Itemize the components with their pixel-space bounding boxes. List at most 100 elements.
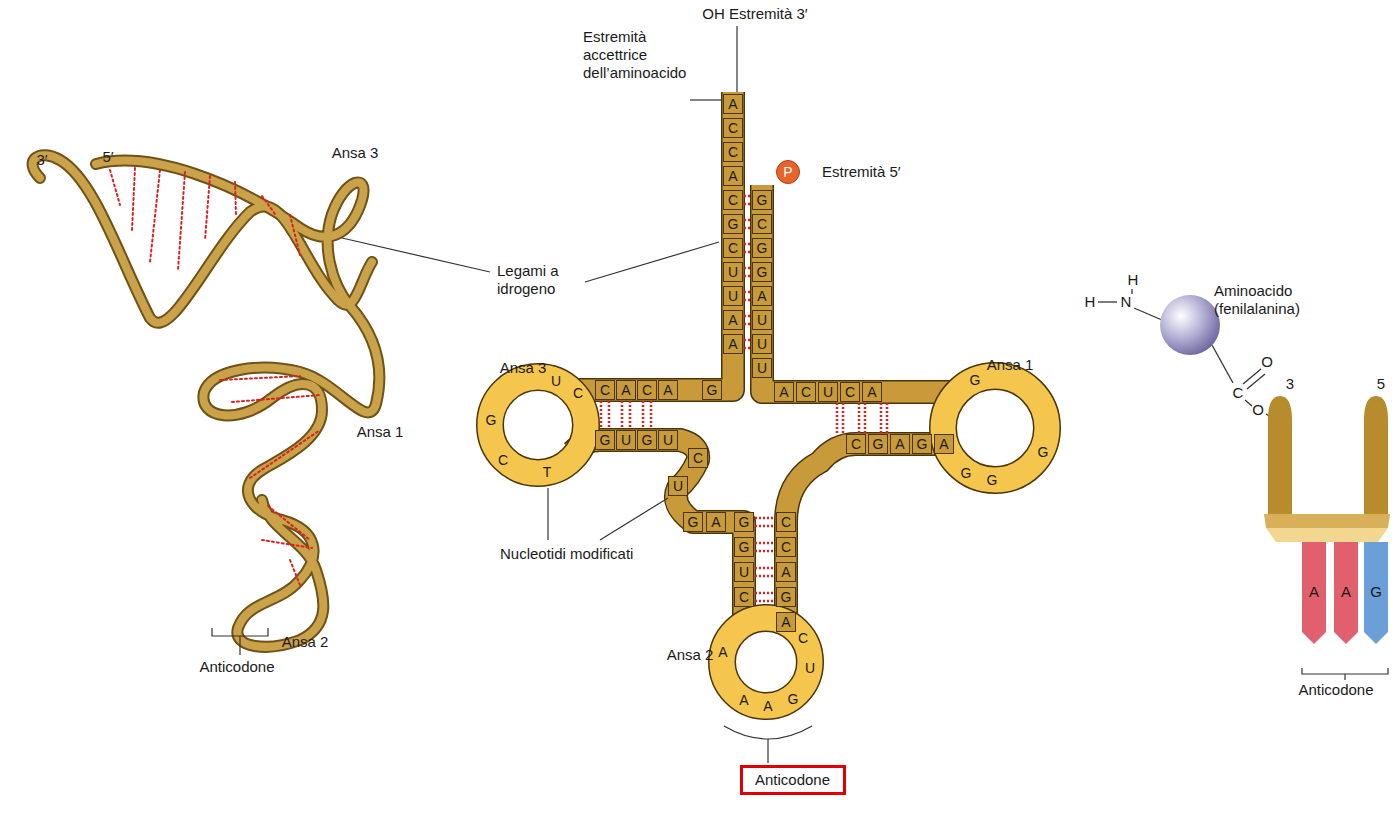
- nucleotide-box: U: [668, 476, 688, 496]
- hydrogen-bond: [858, 403, 861, 433]
- nucleotide-letter: U: [805, 659, 815, 677]
- hydrogen-bond: [744, 251, 751, 254]
- hydrogen-bond: [755, 550, 775, 553]
- text-label: Anticodone: [1298, 681, 1373, 699]
- hydrogen-bond: [642, 401, 645, 429]
- nucleotide-box: C: [595, 380, 615, 400]
- text-label: OH Estremità 3′: [702, 5, 807, 23]
- nucleotide-box: A: [752, 286, 772, 306]
- nucleotide-box: A: [723, 94, 743, 114]
- nucleotide-box: U: [723, 262, 743, 282]
- hydrogen-bond: [755, 575, 775, 578]
- hydrogen-bond: [842, 403, 845, 433]
- nucleotide-letter: G: [486, 411, 497, 429]
- nucleotide-box: A: [890, 434, 910, 454]
- hydrogen-bond: [629, 401, 632, 429]
- text-label: 5: [1377, 375, 1385, 393]
- nucleotide-box: U: [752, 358, 772, 378]
- nucleotide-letter: G: [987, 471, 998, 489]
- hydrogen-bond: [744, 275, 751, 278]
- nucleotide-letter: C: [798, 629, 808, 647]
- text-label: O: [1252, 401, 1264, 419]
- text-label: N: [1121, 293, 1132, 311]
- nucleotide-box: C: [723, 118, 743, 138]
- nucleotide-box: U: [752, 334, 772, 354]
- hydrogen-bond: [744, 347, 751, 350]
- text-label: Ansa 3: [332, 144, 379, 162]
- text-label: 3: [1286, 375, 1294, 393]
- hydrogen-bond: [755, 567, 775, 570]
- hydrogen-bond: [886, 403, 889, 433]
- text-label: Estremità accettrice dell’aminoacido: [583, 28, 695, 82]
- text-label: Nucleotidi modificati: [500, 545, 680, 563]
- nucleotide-box: C: [840, 382, 860, 402]
- nucleotide-box: C: [776, 512, 796, 532]
- nucleotide-box: G: [683, 512, 703, 532]
- nucleotide-box: G: [752, 238, 772, 258]
- nucleotide-box: U: [818, 382, 838, 402]
- nucleotide-box: A: [774, 382, 794, 402]
- nucleotide-box: C: [796, 382, 816, 402]
- nucleotide-box: U: [734, 562, 754, 582]
- nucleotide-box: C: [723, 142, 743, 162]
- nucleotide-letter: A: [718, 643, 727, 661]
- text-label: O: [1261, 353, 1273, 371]
- hydrogen-bond: [836, 403, 839, 433]
- nucleotide-box: A: [776, 562, 796, 582]
- phosphate-circle: P: [776, 160, 800, 184]
- nucleotide-letter: C: [573, 384, 583, 402]
- nucleotide-box: C: [846, 434, 866, 454]
- nucleotide-letter: A: [739, 691, 748, 709]
- text-label: A: [1309, 583, 1319, 601]
- hydrogen-bond: [621, 401, 624, 429]
- text-label: 5′: [102, 148, 113, 166]
- nucleotide-box: A: [862, 382, 882, 402]
- text-label: Ansa 2: [282, 633, 329, 651]
- nucleotide-letter: T: [543, 463, 552, 481]
- text-label: G: [1370, 583, 1382, 601]
- text-label: Aminoacido (fenilalanina): [1214, 282, 1339, 318]
- text-label: C: [1233, 384, 1244, 402]
- nucleotide-box: C: [723, 238, 743, 258]
- hydrogen-bond: [608, 401, 611, 429]
- hydrogen-bond: [744, 323, 751, 326]
- nucleotide-letter: G: [961, 464, 972, 482]
- nucleotide-box: G: [752, 190, 772, 210]
- nucleotide-box: A: [776, 612, 796, 632]
- hydrogen-bond: [744, 203, 751, 206]
- nucleotide-box: G: [912, 434, 932, 454]
- hydrogen-bond: [864, 403, 867, 433]
- nucleotide-box: A: [934, 434, 954, 454]
- nucleotide-box: A: [706, 512, 726, 532]
- nucleotide-box: G: [723, 214, 743, 234]
- hydrogen-bond: [744, 339, 751, 342]
- text-label: Ansa 3: [500, 359, 547, 377]
- nucleotide-letter: C: [498, 451, 508, 469]
- nucleotide-box: A: [616, 380, 636, 400]
- node-text: Anticodone: [755, 771, 831, 789]
- nucleotide-box: U: [616, 430, 636, 450]
- nucleotide-box: G: [752, 262, 772, 282]
- hydrogen-bond: [744, 227, 751, 230]
- hydrogen-bond: [744, 243, 751, 246]
- text-label: Estremità 5′: [822, 163, 952, 181]
- hydrogen-bond: [755, 517, 775, 520]
- nucleotide-box: U: [658, 430, 678, 450]
- nucleotide-letter: A: [763, 697, 772, 715]
- hydrogen-bond: [600, 401, 603, 429]
- nucleotide-box: U: [723, 286, 743, 306]
- nucleotide-box: C: [723, 190, 743, 210]
- nucleotide-box: A: [723, 166, 743, 186]
- text-label: H: [1085, 293, 1096, 311]
- text-label: Ansa 2: [667, 646, 714, 664]
- nucleotide-box: A: [723, 334, 743, 354]
- hydrogen-bond: [880, 403, 883, 433]
- text-label: Ansa 1: [357, 423, 404, 441]
- nucleotide-box: C: [752, 214, 772, 234]
- hydrogen-bond: [744, 315, 751, 318]
- nucleotide-box: G: [734, 512, 754, 532]
- text-label: H: [1128, 271, 1139, 289]
- hydrogen-bond: [755, 542, 775, 545]
- hydrogen-bond: [744, 219, 751, 222]
